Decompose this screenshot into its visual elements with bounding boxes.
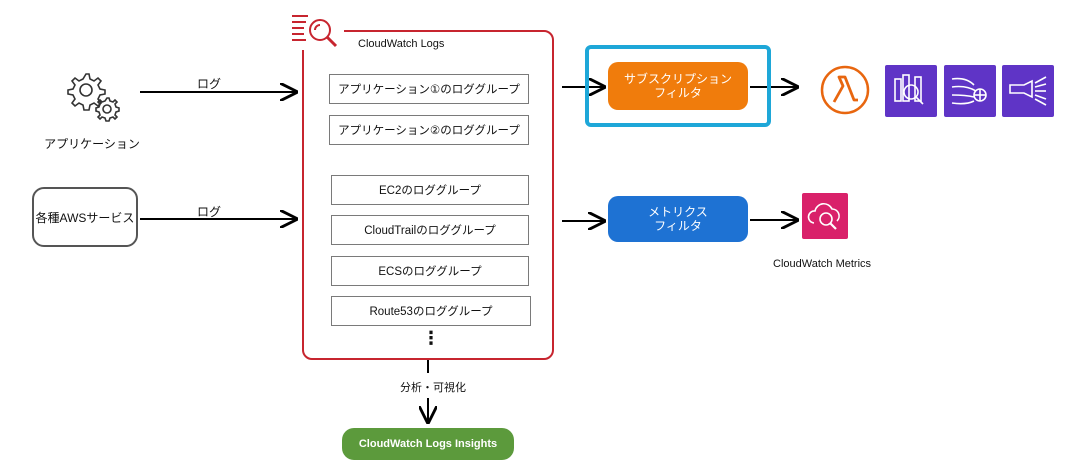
kinesis-firehose-icon <box>1002 65 1054 117</box>
subscription-highlight <box>585 45 771 127</box>
application-label: アプリケーション <box>44 137 140 151</box>
log-label-aws: ログ <box>197 205 222 219</box>
log-group-route53: Route53のロググループ <box>331 296 531 326</box>
metrics-filter: メトリクス フィルタ <box>608 196 748 242</box>
cloudwatch-metrics-label: CloudWatch Metrics <box>773 258 872 270</box>
aws-services-box: 各種AWSサービス <box>32 187 138 247</box>
cloudwatch-logs-insights: CloudWatch Logs Insights <box>342 428 514 460</box>
cloudwatch-logs-icon <box>286 10 344 50</box>
more-log-groups-ellipsis: ⋮ <box>422 328 440 348</box>
log-group-app1: アプリケーション①のロググループ <box>329 74 529 104</box>
log-group-app2: アプリケーション②のロググループ <box>329 115 529 145</box>
log-group-ecs: ECSのロググループ <box>331 256 529 286</box>
cloudwatch-logs-title: CloudWatch Logs <box>358 38 445 50</box>
subscription-filter: サブスクリプション フィルタ <box>608 62 748 110</box>
log-group-ec2: EC2のロググループ <box>331 175 529 205</box>
opensearch-icon <box>885 65 937 117</box>
kinesis-data-streams-icon <box>944 65 996 117</box>
cloudwatch-metrics-icon <box>802 193 848 239</box>
log-label-app: ログ <box>197 77 222 91</box>
log-group-cloudtrail: CloudTrailのロググループ <box>331 215 529 245</box>
lambda-icon <box>820 65 870 115</box>
analysis-visualization-label: 分析・可視化 <box>398 379 468 395</box>
gears-icon <box>67 73 120 122</box>
